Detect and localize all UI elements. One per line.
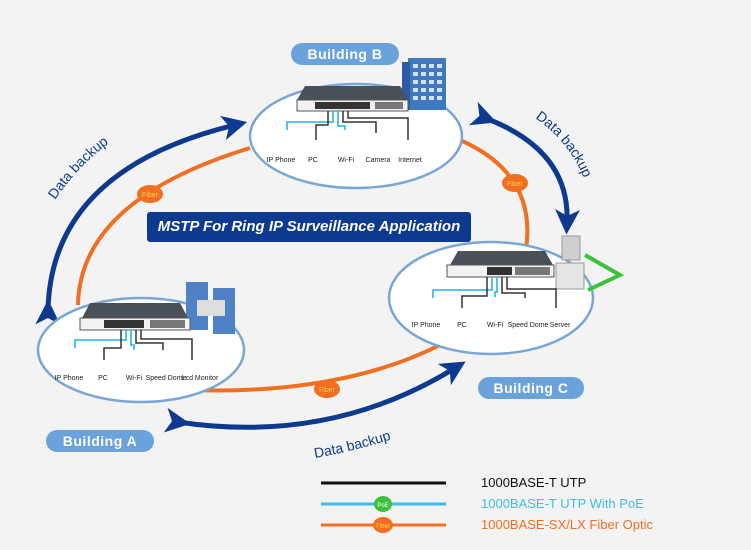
legend-label-fiber: 1000BASE-SX/LX Fiber Optic xyxy=(481,517,653,532)
office-tower-icon xyxy=(402,58,446,110)
device-label: Camera xyxy=(365,157,391,164)
building-c-cluster xyxy=(387,235,625,356)
device-label: Server xyxy=(549,322,571,329)
backup-arrow-b-c xyxy=(468,101,581,235)
building-b-cluster xyxy=(248,58,464,190)
legend-poe-badge: PoE xyxy=(374,496,392,512)
building-c-label: Building C xyxy=(478,377,584,399)
backup-arrow-a-c xyxy=(163,361,466,433)
legend-label-utp: 1000BASE-T UTP xyxy=(481,475,587,490)
device-label: Internet xyxy=(398,157,422,164)
device-label: Wi-Fi xyxy=(337,157,355,164)
fiber-badge-b-c: Fiber xyxy=(502,174,528,192)
backup-label-a-c: Data backup xyxy=(313,427,393,461)
device-label: PC xyxy=(308,157,318,164)
svg-text:Fiber: Fiber xyxy=(319,387,336,394)
diagram-title: MSTP For Ring IP Surveillance Applicatio… xyxy=(147,212,471,242)
backup-label-b-c: Data backup xyxy=(533,107,596,179)
fiber-badge-a-b: Fiber xyxy=(137,185,163,203)
switch-icon xyxy=(446,251,555,278)
building-a-label: Building A xyxy=(46,430,154,452)
legend-label-poe: 1000BASE-T UTP With PoE xyxy=(481,496,644,511)
svg-text:Fiber: Fiber xyxy=(142,192,159,199)
office-complex-icon xyxy=(555,235,625,292)
device-label: IP Phone xyxy=(54,375,84,382)
device-label: Lcd Monitor xyxy=(181,375,219,382)
twin-tower-icon xyxy=(186,282,235,334)
device-label: Speed Dome xyxy=(145,375,187,382)
device-label: IP Phone xyxy=(266,157,296,164)
device-label: Wi-Fi xyxy=(125,375,143,382)
device-label: PC xyxy=(98,375,108,382)
svg-text:PoE: PoE xyxy=(377,503,388,509)
switch-icon xyxy=(296,86,409,112)
building-b-label: Building B xyxy=(291,43,399,65)
fiber-badge-a-c: Fiber xyxy=(314,380,340,398)
device-label: Wi-Fi xyxy=(486,322,504,329)
legend-fiber-badge: Fiber xyxy=(373,517,393,533)
building-a-cluster xyxy=(36,282,246,404)
device-label: Speed Dome xyxy=(507,322,549,329)
backup-arrow-a-b xyxy=(35,115,248,325)
device-label: IP Phone xyxy=(411,322,441,329)
svg-text:Fiber: Fiber xyxy=(376,524,390,530)
device-label: PC xyxy=(457,322,467,329)
switch-icon xyxy=(79,303,191,331)
svg-text:Fiber: Fiber xyxy=(507,181,524,188)
